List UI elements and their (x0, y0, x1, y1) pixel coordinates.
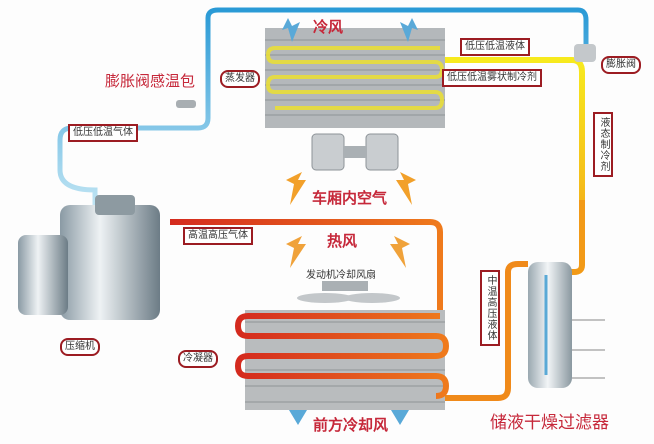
cold-air-arrows (282, 18, 418, 42)
cold-air-label: 冷风 (313, 18, 344, 36)
hot-air-label: 热风 (327, 232, 358, 250)
hot-air-arrows (286, 236, 410, 268)
engine-fan-label: 发动机冷却风扇 (306, 270, 376, 281)
evaporator-core (265, 28, 445, 128)
mid-temp-liquid-label: 中温高压液体 (480, 270, 500, 346)
evaporator-label: 蒸发器 (220, 70, 260, 88)
condenser-core (234, 310, 450, 410)
mist-pipe (420, 57, 585, 258)
condenser-outlet-pipe (440, 261, 528, 401)
receiver-drier-icon (528, 262, 605, 388)
engine-fan-icon (297, 281, 400, 303)
suction-pipe (57, 7, 589, 205)
receiver-drier-label: 储液干燥过滤器 (490, 413, 609, 433)
blower-fan-icon (311, 133, 399, 171)
condenser-label: 冷凝器 (178, 350, 218, 368)
liquid-refrigerant-label: 液态制冷剂 (593, 112, 613, 177)
high-temp-gas-label: 高温高压气体 (183, 227, 253, 245)
low-pressure-gas-label: 低压低温气体 (68, 124, 138, 142)
low-pressure-mist-label: 低压低温雾状制冷剂 (442, 69, 542, 87)
sensor-bulb-icon (176, 100, 196, 108)
cabin-air-arrows (286, 172, 416, 205)
expansion-valve-icon (574, 44, 596, 62)
expansion-valve-label: 膨胀阀 (601, 56, 641, 74)
low-pressure-low-temp-liquid-label: 低压低温液体 (460, 38, 530, 56)
compressor-icon (18, 195, 160, 320)
expansion-valve-sensor-label: 膨胀阀感温包 (105, 72, 196, 90)
front-cooling-air-label: 前方冷却风 (313, 416, 389, 434)
cabin-air-label: 车厢内空气 (312, 189, 388, 207)
liquid-pipe-top (566, 200, 585, 275)
compressor-label: 压缩机 (60, 338, 100, 356)
discharge-pipe (170, 219, 443, 312)
